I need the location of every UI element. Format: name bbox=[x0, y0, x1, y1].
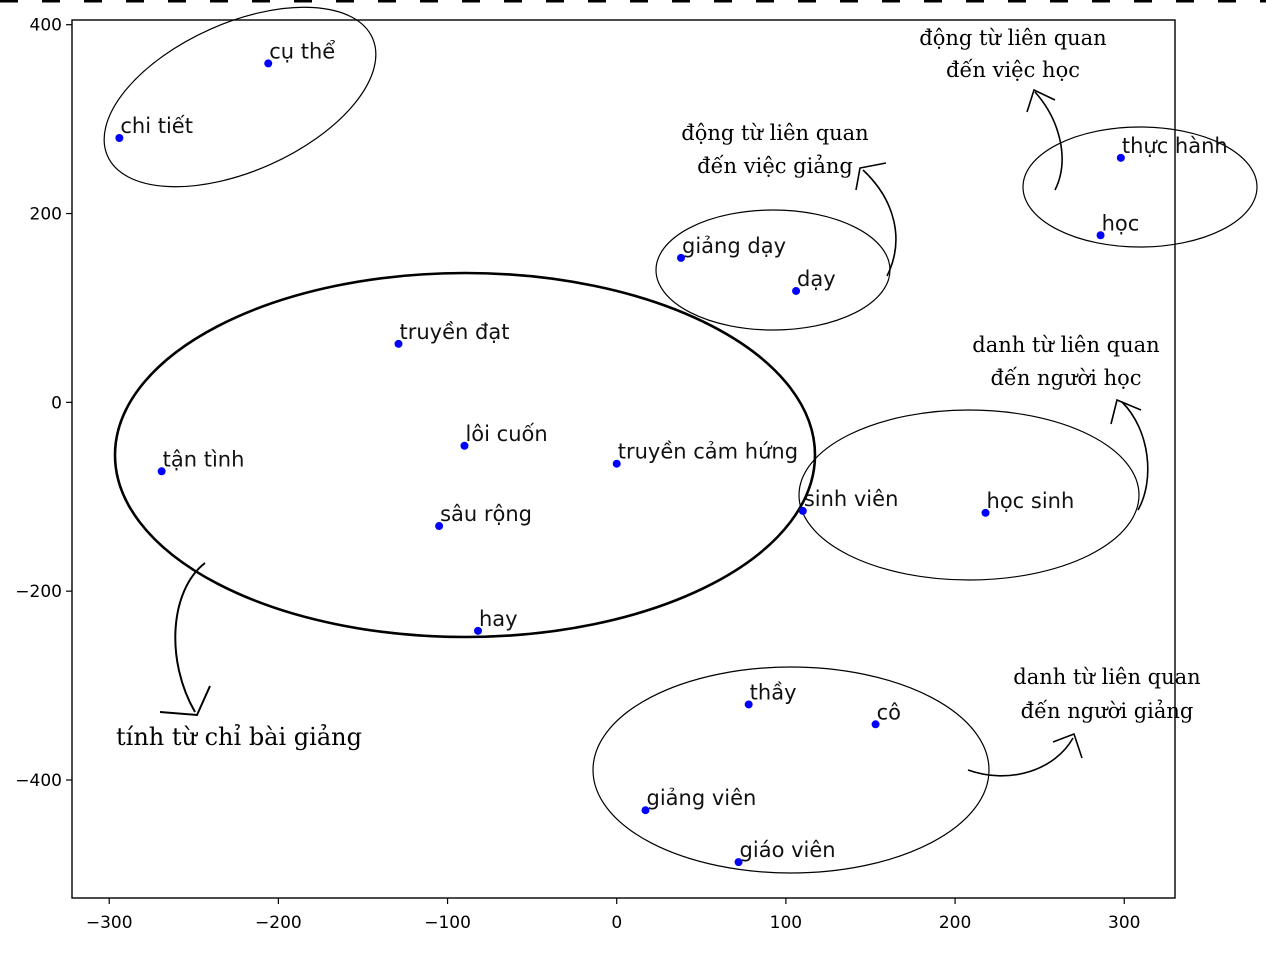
point-label: thầy bbox=[750, 680, 797, 704]
axis-ticks: −300 −200 −100 0 100 200 300 400 200 0 −200 −400 bbox=[15, 16, 1140, 933]
point-label: học sinh bbox=[987, 489, 1075, 513]
point-label: giáo viên bbox=[740, 838, 836, 862]
y-tick-label: 200 bbox=[30, 205, 62, 225]
cluster-ellipse-adjectives bbox=[113, 271, 817, 639]
cluster-ellipse-teacher-nouns bbox=[592, 666, 990, 874]
point-label: tận tình bbox=[163, 447, 245, 471]
arrow-verbs-learning bbox=[1026, 88, 1063, 191]
annotation-verbs-teaching-line1: động từ liên quan bbox=[681, 121, 868, 145]
arrow-adjectives-lecture bbox=[159, 562, 211, 717]
annotation-adjectives-lecture: tính từ chỉ bài giảng bbox=[116, 723, 362, 751]
point-label: truyền cảm hứng bbox=[618, 440, 798, 464]
data-point bbox=[744, 700, 753, 709]
point-label: dạy bbox=[797, 267, 836, 291]
annotation-nouns-learner-line2: đến người học bbox=[990, 366, 1141, 390]
arrow-nouns-learner bbox=[1110, 398, 1149, 511]
data-point bbox=[981, 508, 990, 517]
x-tick-label: 200 bbox=[939, 913, 971, 933]
data-point bbox=[612, 459, 621, 468]
point-label: sâu rộng bbox=[440, 502, 532, 526]
data-point bbox=[157, 467, 166, 476]
data-point bbox=[641, 806, 650, 815]
point-label: chi tiết bbox=[120, 114, 193, 138]
cluster-ellipse-learning-verbs bbox=[1022, 126, 1258, 248]
data-point bbox=[435, 522, 444, 531]
data-point bbox=[460, 441, 469, 450]
data-point bbox=[474, 626, 483, 635]
y-tick-label: 0 bbox=[51, 393, 62, 413]
annotation-verbs-teaching-line2: đến việc giảng bbox=[697, 154, 853, 178]
annotation-nouns-teacher-line2: đến người giảng bbox=[1021, 699, 1194, 723]
cluster-ellipse-learner-nouns bbox=[798, 409, 1140, 581]
x-tick-label: 0 bbox=[611, 913, 622, 933]
x-tick-label: 100 bbox=[770, 913, 802, 933]
point-label: sinh viên bbox=[804, 487, 899, 511]
x-tick-label: −300 bbox=[86, 913, 133, 933]
data-point bbox=[1116, 153, 1125, 162]
data-point bbox=[264, 59, 273, 68]
cluster-ellipse-concrete bbox=[103, 6, 377, 188]
point-label: giảng dạy bbox=[682, 234, 786, 258]
arrow-nouns-teacher bbox=[967, 732, 1083, 777]
arrow-verbs-teaching bbox=[855, 162, 897, 277]
annotation-verbs-learning-line2: đến việc học bbox=[946, 58, 1080, 82]
data-point bbox=[677, 253, 686, 262]
annotation-nouns-learner-line1: danh từ liên quan bbox=[972, 333, 1159, 357]
annotation-verbs-learning-line1: động từ liên quan bbox=[919, 26, 1106, 50]
data-point bbox=[871, 720, 880, 729]
y-tick-label: −400 bbox=[15, 771, 62, 791]
plot-frame bbox=[71, 19, 1176, 899]
data-point bbox=[734, 858, 743, 867]
point-label: truyền đạt bbox=[400, 320, 510, 344]
data-point bbox=[792, 286, 801, 295]
cluster-ellipse-teaching-verbs bbox=[655, 209, 891, 331]
point-label: thực hành bbox=[1122, 134, 1228, 158]
y-tick-label: −200 bbox=[15, 582, 62, 602]
point-label: lôi cuốn bbox=[465, 422, 547, 446]
y-tick-label: 400 bbox=[30, 16, 62, 36]
annotation-nouns-teacher-line1: danh từ liên quan bbox=[1013, 665, 1200, 689]
point-label: giảng viên bbox=[646, 786, 756, 810]
data-point bbox=[1096, 231, 1105, 240]
point-label: cô bbox=[877, 700, 901, 724]
data-point bbox=[798, 506, 807, 515]
point-label: hay bbox=[479, 607, 518, 631]
data-points: cụ thể chi tiết giảng dạy dạy thực hành học tr… bbox=[115, 39, 1228, 867]
x-tick-label: −200 bbox=[255, 913, 302, 933]
point-label: cụ thể bbox=[269, 39, 335, 63]
data-point bbox=[394, 339, 403, 348]
point-label: học bbox=[1102, 211, 1140, 235]
x-tick-label: 300 bbox=[1108, 913, 1140, 933]
x-tick-label: −100 bbox=[424, 913, 471, 933]
data-point bbox=[115, 134, 124, 143]
